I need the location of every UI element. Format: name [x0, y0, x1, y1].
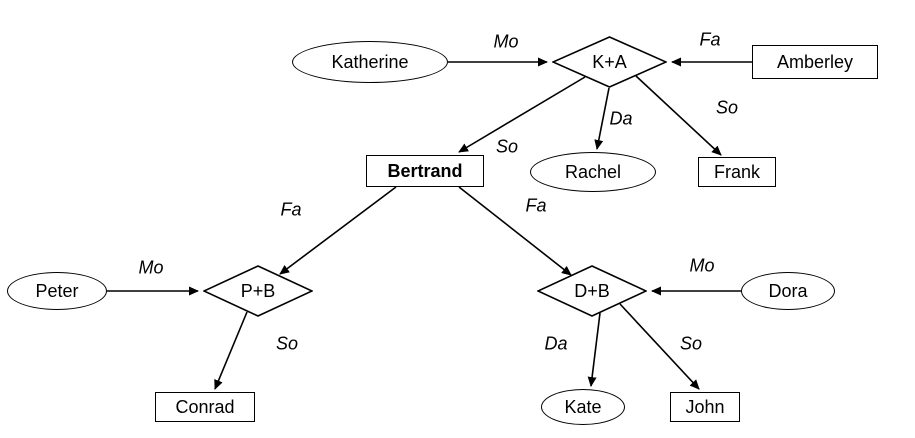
- edge-label-bertrand-pb: Fa: [280, 199, 302, 220]
- arrow-bertrand-db: [458, 186, 572, 276]
- node-label: Conrad: [175, 396, 235, 417]
- edge-label-bertrand-db: Fa: [525, 195, 547, 216]
- node-label: Katherine: [331, 51, 409, 72]
- arrow-ka-frank: [635, 75, 722, 156]
- node-label: D+B: [574, 280, 610, 301]
- node-label: P+B: [240, 280, 276, 301]
- arrow-ka-bertrand: [458, 76, 586, 153]
- edge-label-katherine-ka: Mo: [493, 31, 519, 52]
- node-dora: Dora: [741, 272, 835, 310]
- node-label: Peter: [35, 280, 79, 301]
- diamond-shape: [537, 265, 647, 317]
- node-label: Rachel: [564, 161, 622, 182]
- node-peter: Peter: [7, 272, 107, 310]
- node-label: Amberley: [776, 51, 854, 72]
- node-k-plus-a: K+A: [552, 36, 667, 88]
- arrow-db-john: [619, 303, 700, 390]
- arrow-pb-conrad: [214, 311, 248, 390]
- node-kate: Kate: [541, 389, 625, 425]
- node-p-plus-b: P+B: [203, 265, 313, 317]
- edge-label-dora-db: Mo: [689, 255, 715, 276]
- edge-label-ka-rachel: Da: [609, 108, 633, 129]
- edge-label-amberley-ka: Fa: [699, 29, 721, 50]
- node-label: Dora: [768, 280, 808, 301]
- node-d-plus-b: D+B: [537, 265, 647, 317]
- edge-label-db-john: So: [679, 333, 703, 354]
- diamond-shape: [552, 36, 667, 88]
- edge-label-ka-frank: So: [715, 97, 739, 118]
- edge-label-db-kate: Da: [544, 333, 568, 354]
- node-john: John: [670, 392, 740, 422]
- node-label: K+A: [592, 51, 627, 72]
- edge-label-pb-conrad: So: [275, 333, 299, 354]
- node-katherine: Katherine: [292, 41, 448, 83]
- edge-label-ka-bertrand: So: [495, 136, 519, 157]
- node-amberley: Amberley: [752, 45, 878, 79]
- arrow-db-kate: [587, 312, 601, 387]
- diamond-shape: [203, 265, 313, 317]
- edge-label-peter-pb: Mo: [138, 257, 164, 278]
- node-label: Kate: [564, 396, 602, 417]
- node-label: John: [685, 396, 725, 417]
- node-bertrand: Bertrand: [366, 155, 484, 187]
- arrow-bertrand-pb: [279, 186, 397, 275]
- node-frank: Frank: [698, 157, 776, 187]
- node-rachel: Rachel: [530, 152, 656, 192]
- arrow-ka-rachel: [594, 87, 610, 150]
- node-label: Bertrand: [387, 160, 463, 181]
- node-conrad: Conrad: [155, 392, 255, 422]
- node-label: Frank: [713, 161, 760, 182]
